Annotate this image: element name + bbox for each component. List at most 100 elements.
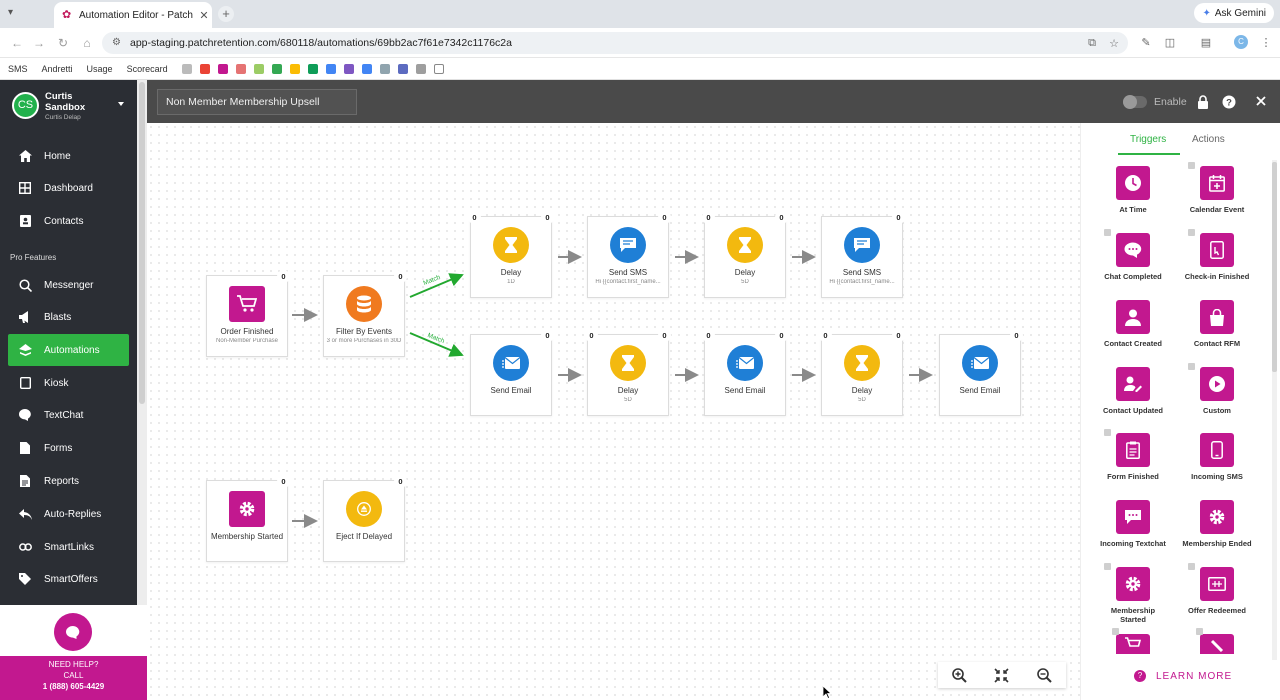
fit-to-screen-icon[interactable]: [994, 667, 1010, 683]
sidebar-item-forms[interactable]: Forms: [8, 432, 129, 464]
tab-search-icon[interactable]: ▾: [8, 7, 14, 18]
bookmark-usage[interactable]: Usage: [86, 63, 113, 74]
bookmark-icon-4[interactable]: [253, 63, 264, 74]
tab-triggers[interactable]: Triggers: [1130, 134, 1167, 145]
node-send-email[interactable]: 0 Send Email: [939, 329, 1023, 416]
extensions-icon[interactable]: ◫: [1164, 37, 1176, 49]
sidebar-item-auto-replies[interactable]: Auto-Replies: [8, 498, 129, 530]
zoom-in-icon[interactable]: [952, 667, 967, 683]
sidebar-item-reports[interactable]: Reports: [8, 465, 129, 497]
meet-bookmark-icon[interactable]: [271, 63, 282, 74]
patch-bookmark-icon[interactable]: [217, 63, 228, 74]
automation-name-input[interactable]: [157, 89, 357, 115]
gmail-bookmark-icon[interactable]: [199, 63, 210, 74]
bookmark-andretti[interactable]: Andretti: [41, 63, 73, 74]
trigger-partial-cart[interactable]: [1116, 634, 1150, 654]
help-line-1: NEED HELP?: [48, 660, 99, 669]
url-field[interactable]: ⚙ app-staging.patchretention.com/680118/…: [102, 32, 1128, 54]
profile-avatar[interactable]: C: [1234, 35, 1248, 49]
panel-scroll-thumb[interactable]: [1272, 162, 1277, 372]
enable-toggle[interactable]: [1123, 95, 1147, 109]
sidebar-item-kiosk[interactable]: Kiosk: [8, 367, 129, 399]
drive-bookmark-icon[interactable]: [289, 63, 300, 74]
forward-icon[interactable]: →: [33, 36, 45, 50]
reload-icon[interactable]: ↻: [57, 36, 69, 50]
trigger-form-finished[interactable]: Form Finished: [1092, 429, 1174, 481]
site-info-icon[interactable]: ⚙: [112, 37, 121, 48]
sidebar-item-textchat[interactable]: TextChat: [8, 399, 129, 431]
node-delay[interactable]: 0 0 Delay 1D: [468, 211, 554, 298]
zoom-out-icon[interactable]: [1037, 667, 1052, 683]
help-icon[interactable]: ?: [1222, 95, 1236, 109]
hourglass-icon: [493, 227, 529, 263]
bookmark-icon-12[interactable]: [397, 63, 408, 74]
sidebar-item-automations[interactable]: Automations: [8, 334, 129, 366]
trigger-at-time[interactable]: At Time: [1092, 166, 1174, 214]
bookmark-scorecard[interactable]: Scorecard: [126, 63, 168, 74]
node-delay[interactable]: 0 0 Delay 5D: [702, 211, 788, 298]
sidebar-item-contacts[interactable]: Contacts: [8, 205, 129, 237]
docs-bookmark-icon[interactable]: [325, 63, 336, 74]
account-switcher[interactable]: CS Curtis Sandbox Curtis Delap: [12, 91, 137, 124]
sidebar-item-smartlinks[interactable]: SmartLinks: [8, 531, 129, 563]
back-icon[interactable]: ←: [11, 36, 23, 50]
node-send-sms[interactable]: 0 Send SMS Hi {{contact.first_name...: [821, 211, 905, 298]
trigger-custom[interactable]: Custom: [1176, 363, 1258, 415]
support-chat-button[interactable]: [54, 613, 92, 651]
trigger-membership-started[interactable]: Membership Started: [1092, 563, 1174, 624]
lock-icon[interactable]: [1197, 95, 1211, 109]
folder-icon[interactable]: [433, 63, 444, 74]
trigger-chat-completed[interactable]: Chat Completed: [1092, 229, 1174, 281]
node-order-finished[interactable]: 0 Order Finished Non-Member Purchase: [206, 270, 290, 357]
cart-icon: [229, 286, 265, 322]
node-send-email[interactable]: 0 Send Email: [470, 329, 554, 416]
node-delay[interactable]: 0 0 Delay 5D: [819, 329, 905, 416]
install-app-icon[interactable]: ⧉: [1088, 36, 1096, 49]
sidebar-item-smartoffers[interactable]: SmartOffers: [8, 563, 129, 595]
browser-tab[interactable]: ✿ Automation Editor - Patch Po ✕: [54, 2, 212, 28]
bookmark-icon-13[interactable]: [415, 63, 426, 74]
panel-scrollbar[interactable]: [1272, 160, 1277, 660]
node-eject-if-delayed[interactable]: 0 Eject If Delayed: [323, 475, 407, 562]
extension-pen-icon[interactable]: ✎: [1141, 37, 1151, 49]
trigger-membership-ended[interactable]: Membership Ended: [1176, 500, 1258, 548]
new-tab-button[interactable]: +: [218, 6, 234, 22]
bookmark-icon-9[interactable]: [343, 63, 354, 74]
node-send-sms[interactable]: 0 Send SMS Hi {{contact.first_name...: [587, 211, 671, 298]
trigger-incoming-textchat[interactable]: Incoming Textchat: [1092, 500, 1174, 548]
sidebar-scroll-thumb[interactable]: [139, 82, 145, 404]
tab-close-icon[interactable]: ✕: [199, 9, 209, 22]
trigger-contact-created[interactable]: Contact Created: [1092, 300, 1174, 348]
ask-gemini-button[interactable]: ✦ Ask Gemini: [1194, 3, 1274, 23]
sidebar-item-home[interactable]: Home: [8, 140, 129, 172]
trigger-incoming-sms[interactable]: Incoming SMS: [1176, 433, 1258, 481]
node-send-email[interactable]: 0 0 Send Email: [702, 329, 788, 416]
trigger-contact-updated[interactable]: Contact Updated: [1092, 367, 1174, 415]
bookmark-icon-3[interactable]: [235, 63, 246, 74]
trigger-offer-redeemed[interactable]: Offer Redeemed: [1176, 563, 1258, 615]
node-filter-by-events[interactable]: 0 Filter By Events 3 or more Purchases i…: [323, 270, 407, 357]
workflow-canvas[interactable]: Match Match 0 Order Finished Non-Member …: [147, 123, 1080, 700]
learn-more-link[interactable]: ? LEARN MORE: [1134, 670, 1232, 682]
trigger-check-in-finished[interactable]: Check-in Finished: [1176, 229, 1258, 281]
node-membership-started[interactable]: 0 Membership Started: [206, 475, 290, 562]
apps-grid-icon[interactable]: [181, 63, 192, 74]
side-panel-icon[interactable]: ▤: [1200, 37, 1212, 49]
tab-actions[interactable]: Actions: [1192, 134, 1225, 145]
sidebar-item-dashboard[interactable]: Dashboard: [8, 172, 129, 204]
trigger-calendar-event[interactable]: Calendar Event: [1176, 162, 1258, 214]
bookmark-icon-10[interactable]: [361, 63, 372, 74]
sheets-bookmark-icon[interactable]: [307, 63, 318, 74]
trigger-partial-link[interactable]: [1200, 634, 1234, 654]
browser-menu-icon[interactable]: ⋮: [1260, 37, 1272, 49]
close-icon[interactable]: [1255, 95, 1269, 109]
node-delay[interactable]: 0 0 Delay 5D: [585, 329, 671, 416]
sidebar-item-messenger[interactable]: Messenger: [8, 269, 129, 301]
trigger-contact-rfm[interactable]: Contact RFM: [1176, 300, 1258, 348]
bookmark-icon-11[interactable]: [379, 63, 390, 74]
sidebar-item-blasts[interactable]: Blasts: [8, 301, 129, 333]
help-phone[interactable]: 1 (888) 605-4429: [42, 682, 105, 691]
bookmark-sms[interactable]: SMS: [8, 63, 28, 74]
bookmark-star-icon[interactable]: ☆: [1109, 37, 1119, 50]
home-browser-icon[interactable]: ⌂: [83, 36, 91, 50]
